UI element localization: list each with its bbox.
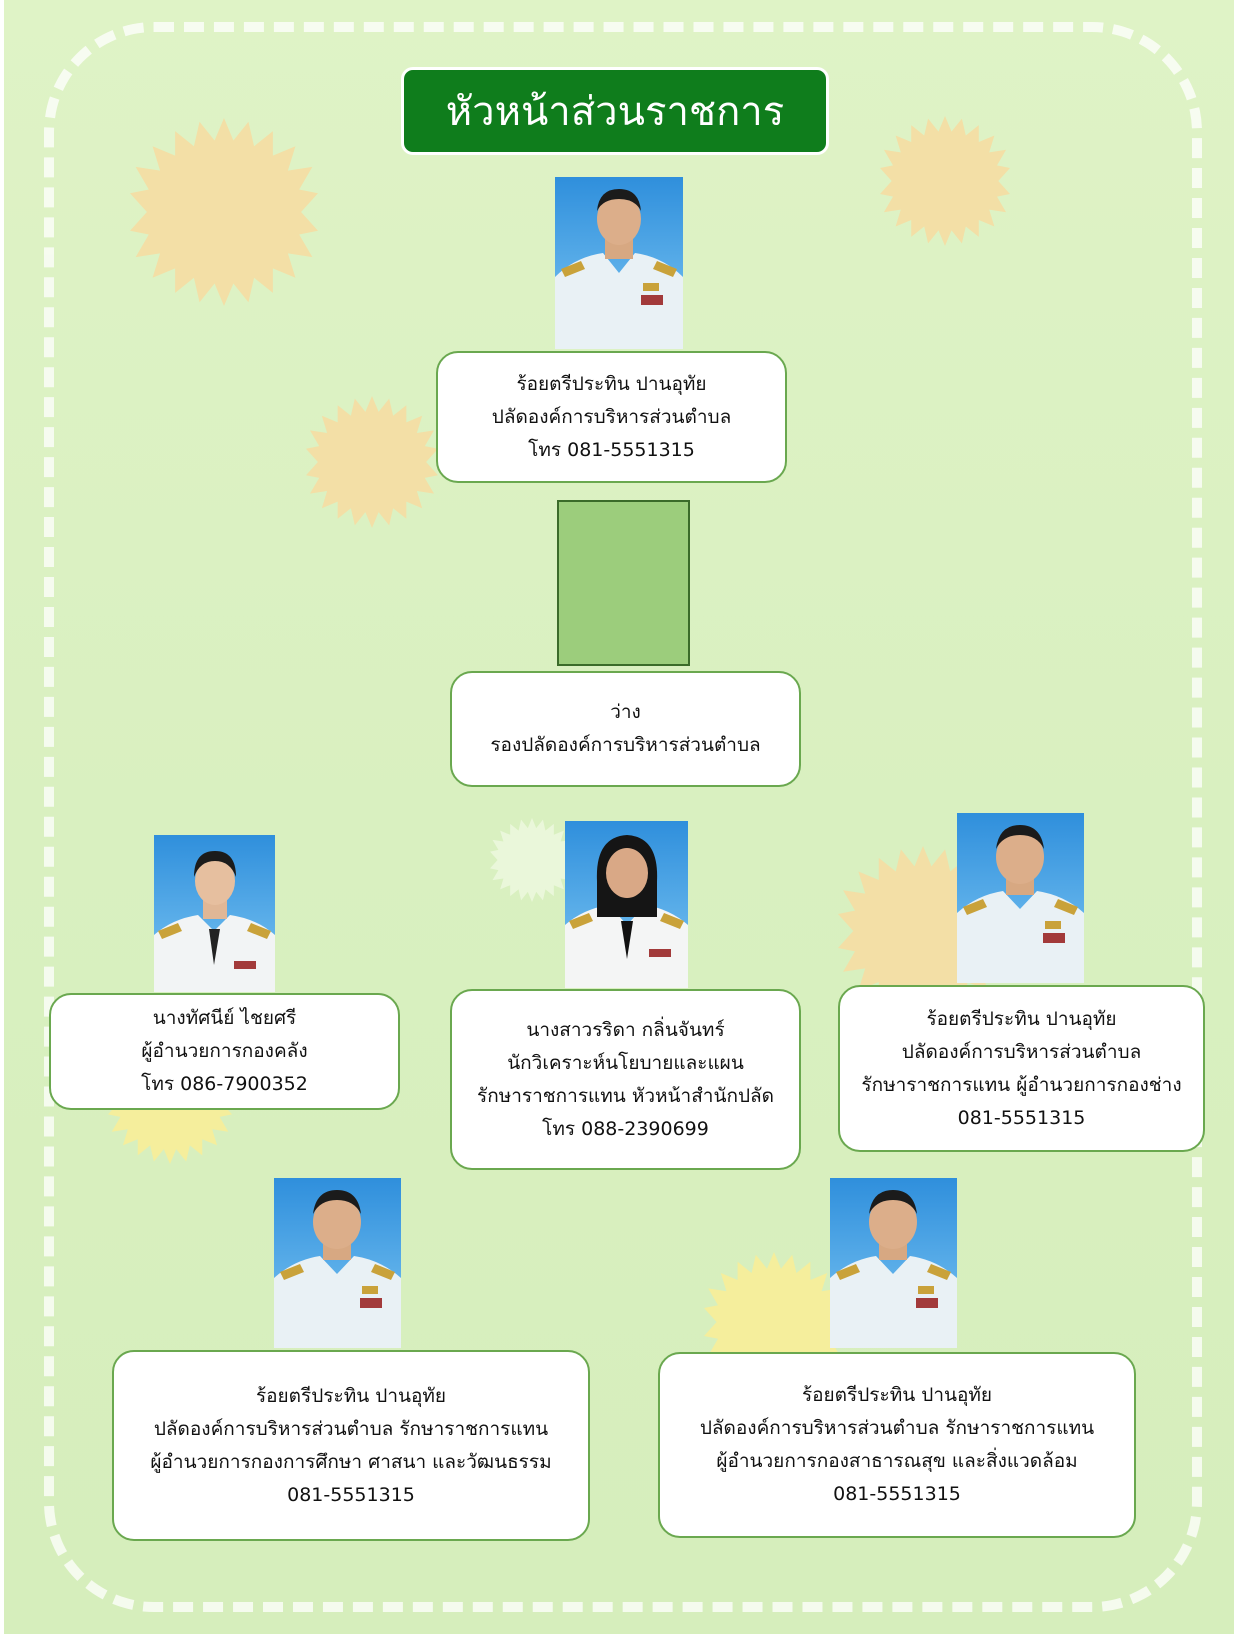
card-acting-public-health-director: ร้อยตรีประทิน ปานอุทัย ปลัดองค์การบริหาร… — [658, 1352, 1136, 1538]
card-position: นักวิเคราะห์นโยบายและแผน — [507, 1051, 744, 1074]
card-position: ปลัดองค์การบริหารส่วนตำบล — [901, 1040, 1142, 1063]
gear-decoration-small — [490, 818, 574, 902]
card-name: ร้อยตรีประทิน ปานอุทัย — [516, 372, 707, 395]
card-acting-education-director: ร้อยตรีประทิน ปานอุทัย ปลัดองค์การบริหาร… — [112, 1350, 590, 1541]
gear-decoration-left — [130, 118, 318, 306]
portrait-acting-education-director — [274, 1178, 401, 1348]
card-policy-analyst: นางสาวรริดา กลิ่นจันทร์ นักวิเคราะห์นโยบ… — [450, 989, 801, 1170]
card-name: ร้อยตรีประทิน ปานอุทัย — [926, 1007, 1117, 1030]
card-phone: 081-5551315 — [957, 1106, 1086, 1129]
page-title: หัวหน้าส่วนราชการ — [401, 67, 829, 155]
card-phone: โทร 081-5551315 — [528, 438, 695, 461]
portrait-acting-engineering-director — [957, 813, 1084, 983]
card-position: รองปลัดองค์การบริหารส่วนตำบล — [490, 734, 761, 756]
org-chart-page: หัวหน้าส่วนราชการ ร้อยตรีประทิน ปานอุทัย… — [4, 0, 1234, 1634]
card-name: ว่าง — [610, 701, 641, 723]
card-name: นางทัศนีย์ ไชยศรี — [152, 1007, 297, 1029]
card-name: นางสาวรริดา กลิ่นจันทร์ — [526, 1018, 725, 1041]
card-phone: 081-5551315 — [287, 1483, 415, 1506]
card-deputy-vacant: ว่าง รองปลัดองค์การบริหารส่วนตำบล — [450, 671, 801, 787]
card-name: ร้อยตรีประทิน ปานอุทัย — [801, 1384, 993, 1406]
portrait-chief — [555, 177, 683, 349]
card-phone: 081-5551315 — [833, 1483, 961, 1505]
card-position: ปลัดองค์การบริหารส่วนตำบล — [491, 405, 732, 428]
card-position: ปลัดองค์การบริหารส่วนตำบล รักษาราชการแทน — [153, 1417, 549, 1440]
card-acting-role: ผู้อำนวยการกองสาธารณสุข และสิ่งแวดล้อม — [716, 1450, 1078, 1472]
portrait-acting-public-health-director — [830, 1178, 957, 1348]
card-acting-role: รักษาราชการแทน หัวหน้าสำนักปลัด — [476, 1084, 775, 1107]
card-acting-role: รักษาราชการแทน ผู้อำนวยการกองช่าง — [861, 1073, 1182, 1096]
gear-decoration-right — [880, 116, 1010, 246]
card-position: ผู้อำนวยการกองคลัง — [141, 1040, 308, 1062]
card-phone: โทร 086-7900352 — [141, 1073, 308, 1095]
card-name: ร้อยตรีประทิน ปานอุทัย — [255, 1384, 447, 1407]
card-finance-director: นางทัศนีย์ ไชยศรี ผู้อำนวยการกองคลัง โทร… — [49, 993, 400, 1110]
card-position: ปลัดองค์การบริหารส่วนตำบล รักษาราชการแทน — [699, 1417, 1095, 1439]
card-acting-engineering-director: ร้อยตรีประทิน ปานอุทัย ปลัดองค์การบริหาร… — [838, 985, 1205, 1152]
dashed-frame — [44, 22, 1202, 1612]
card-chief-administrator: ร้อยตรีประทิน ปานอุทัย ปลัดองค์การบริหาร… — [436, 351, 787, 483]
vacant-photo-placeholder — [557, 500, 690, 666]
card-acting-role: ผู้อำนวยการกองการศึกษา ศาสนา และวัฒนธรรม — [150, 1450, 552, 1473]
portrait-policy-analyst — [565, 821, 688, 988]
card-phone: โทร 088-2390699 — [542, 1117, 709, 1140]
portrait-finance-director — [154, 835, 275, 992]
gear-decoration-mid — [306, 396, 438, 528]
